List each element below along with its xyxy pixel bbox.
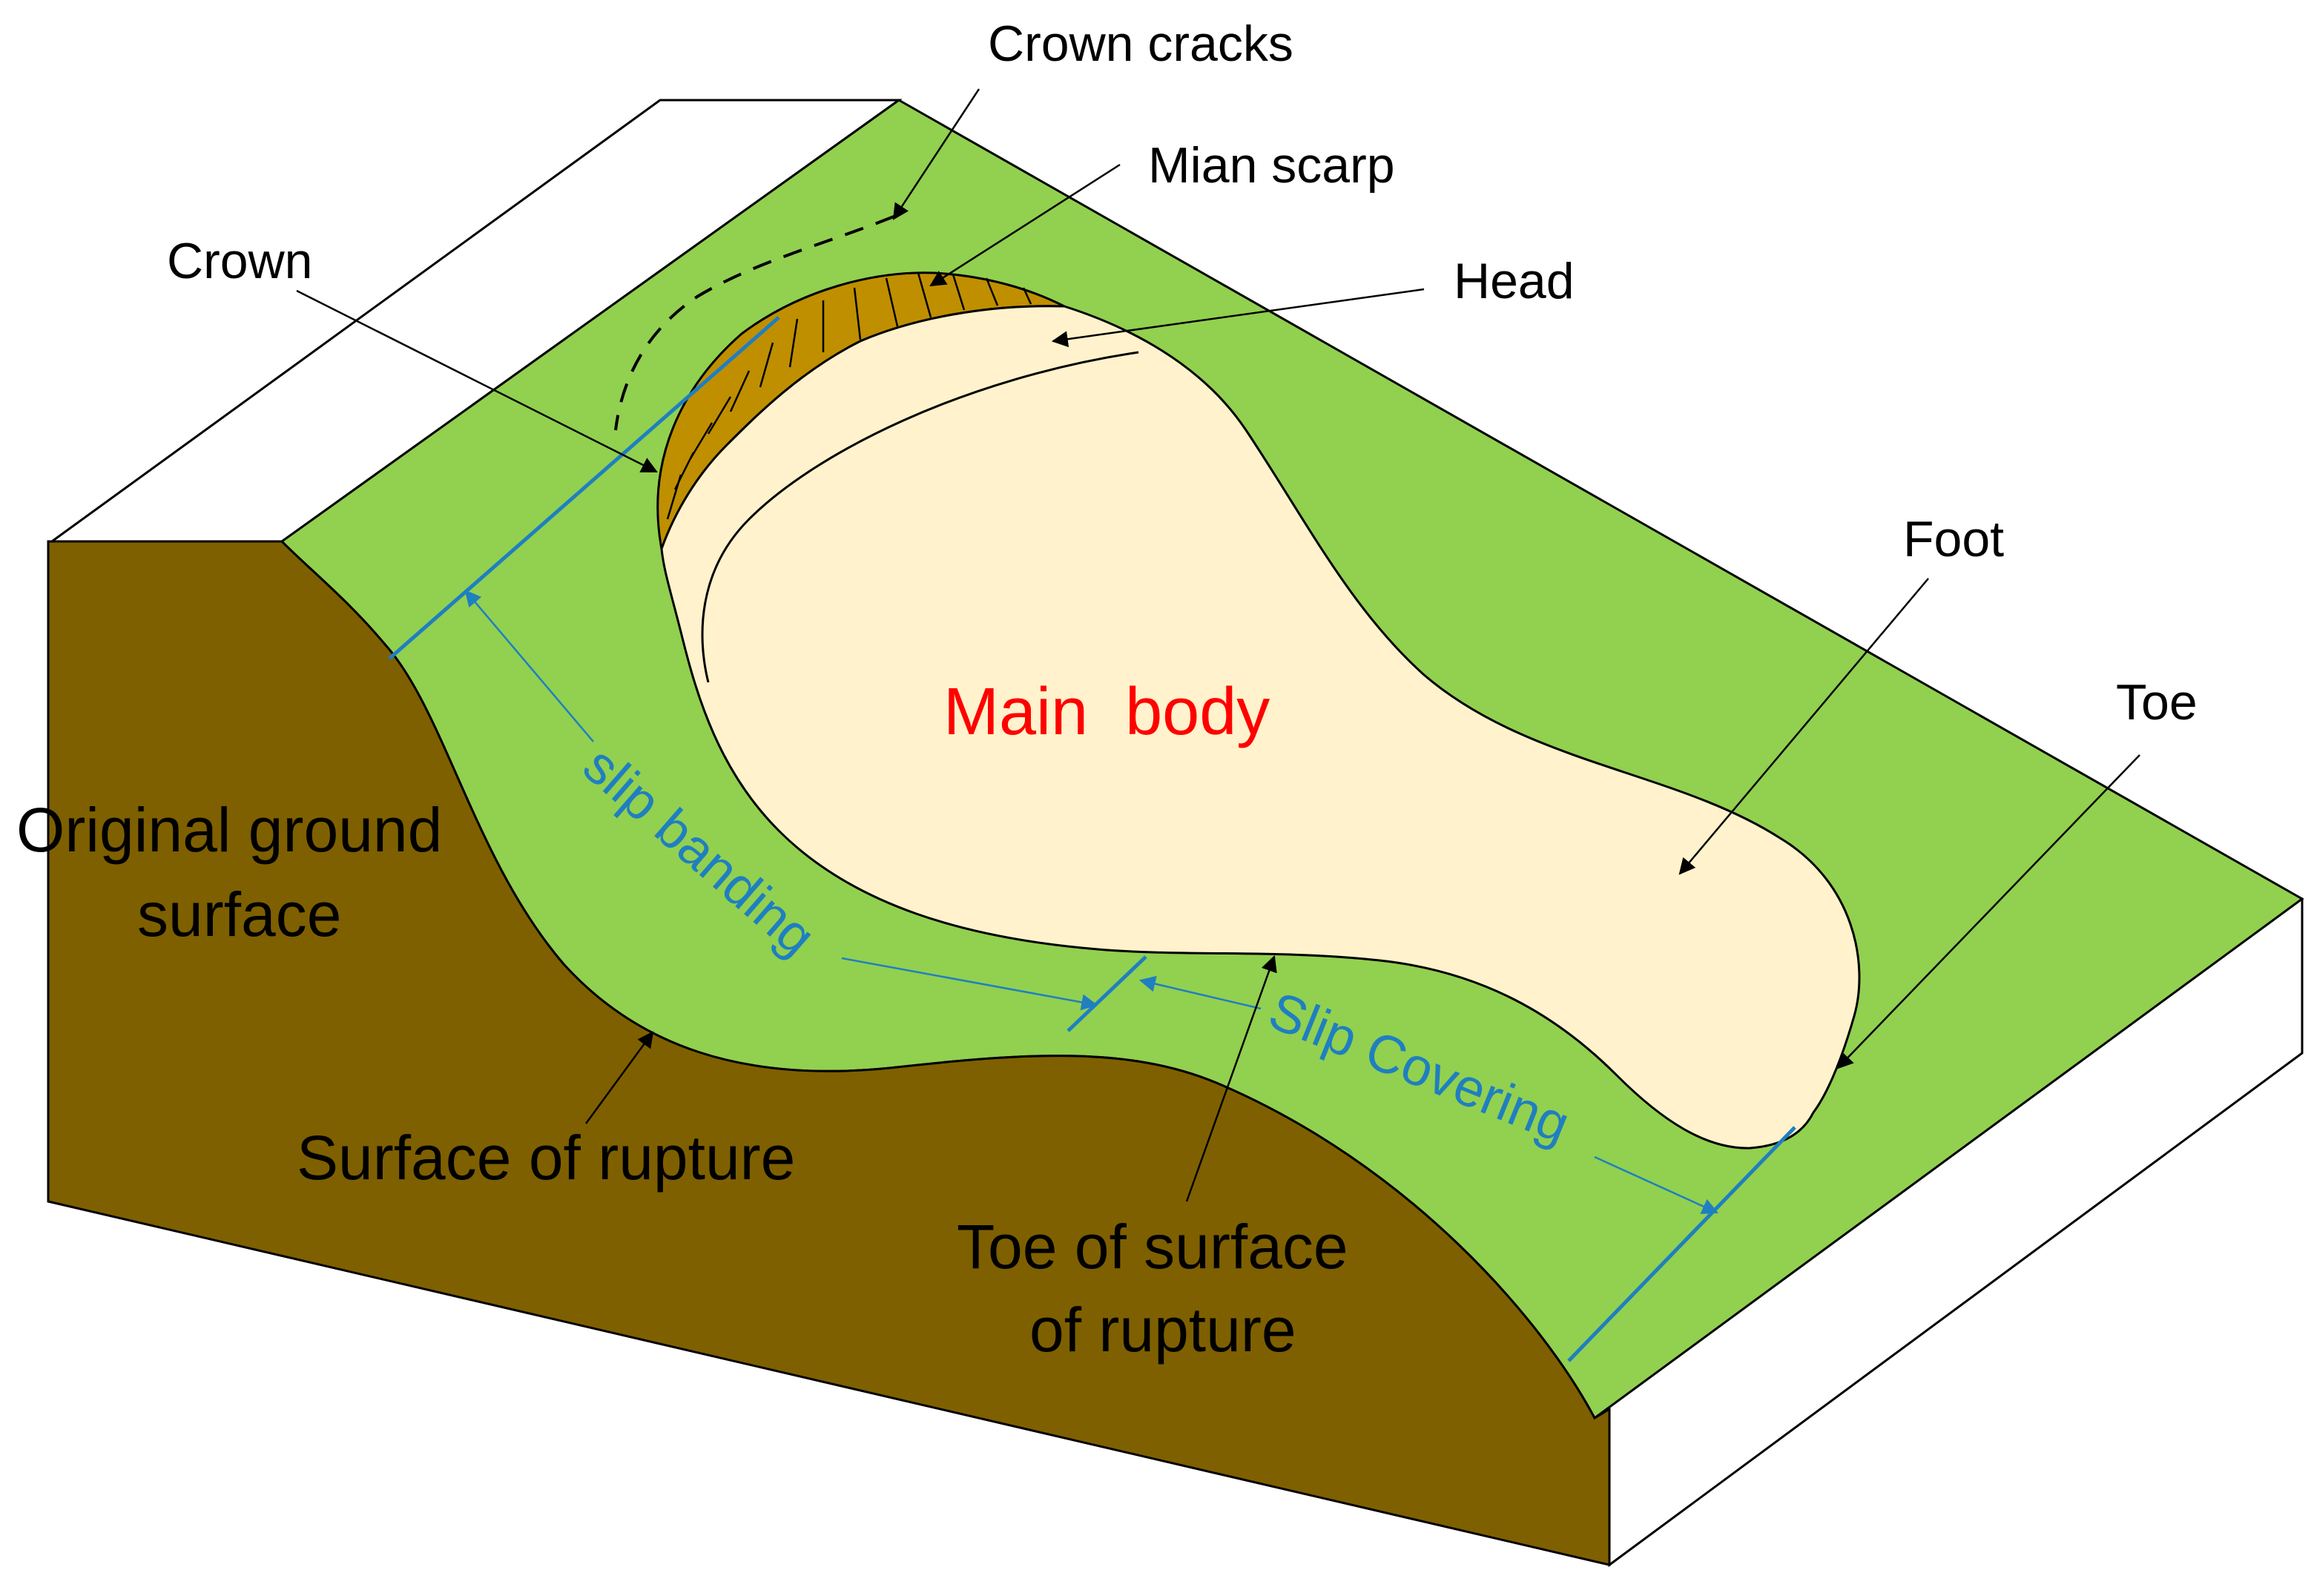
toe-of-surface-arrow [1185, 954, 1277, 1202]
slip-covering-lower-line [1567, 1126, 1796, 1362]
main-scarp-arrow [929, 163, 1121, 287]
slip-banding-upper-line [388, 316, 780, 660]
head-boundary [701, 351, 1139, 683]
label-crown-cracks: Crown cracks [988, 16, 1293, 72]
slip-banding-arrow-up [464, 590, 594, 742]
label-original-ground-line2: surface [137, 880, 341, 949]
surface-of-rupture-face [47, 540, 1611, 1566]
label-toe-of-surface-line1: Toe of surface [957, 1212, 1348, 1282]
main-body [660, 305, 1861, 1150]
slip-covering-arrow-down [1594, 1155, 1719, 1214]
crown-arrow [296, 289, 658, 473]
crown-cracks-line [614, 215, 894, 431]
slip-covering-arrow-up [1138, 975, 1262, 1010]
label-toe-of-surface-line2: of rupture [1029, 1295, 1296, 1365]
slip-banding-arrow-down [841, 957, 1098, 1011]
label-toe: Toe [2116, 674, 2198, 731]
label-main-scarp: Mian scarp [1148, 137, 1395, 194]
main-scarp-hatching [666, 272, 1032, 520]
crown-cracks-arrow [892, 88, 980, 220]
toe-arrow [1836, 754, 2140, 1069]
label-surface-of-rupture: Surface of rupture [297, 1123, 795, 1193]
label-original-ground-line1: Original ground [16, 795, 442, 865]
slip-banding-lower-line [1067, 955, 1147, 1032]
label-crown: Crown [167, 233, 313, 289]
foot-arrow [1678, 578, 1929, 875]
label-head: Head [1454, 253, 1575, 309]
label-foot: Foot [1903, 511, 2004, 567]
head-arrow [1051, 288, 1425, 348]
label-main-body: Main body [943, 675, 1270, 749]
surface-of-rupture-arrow [584, 1031, 654, 1124]
